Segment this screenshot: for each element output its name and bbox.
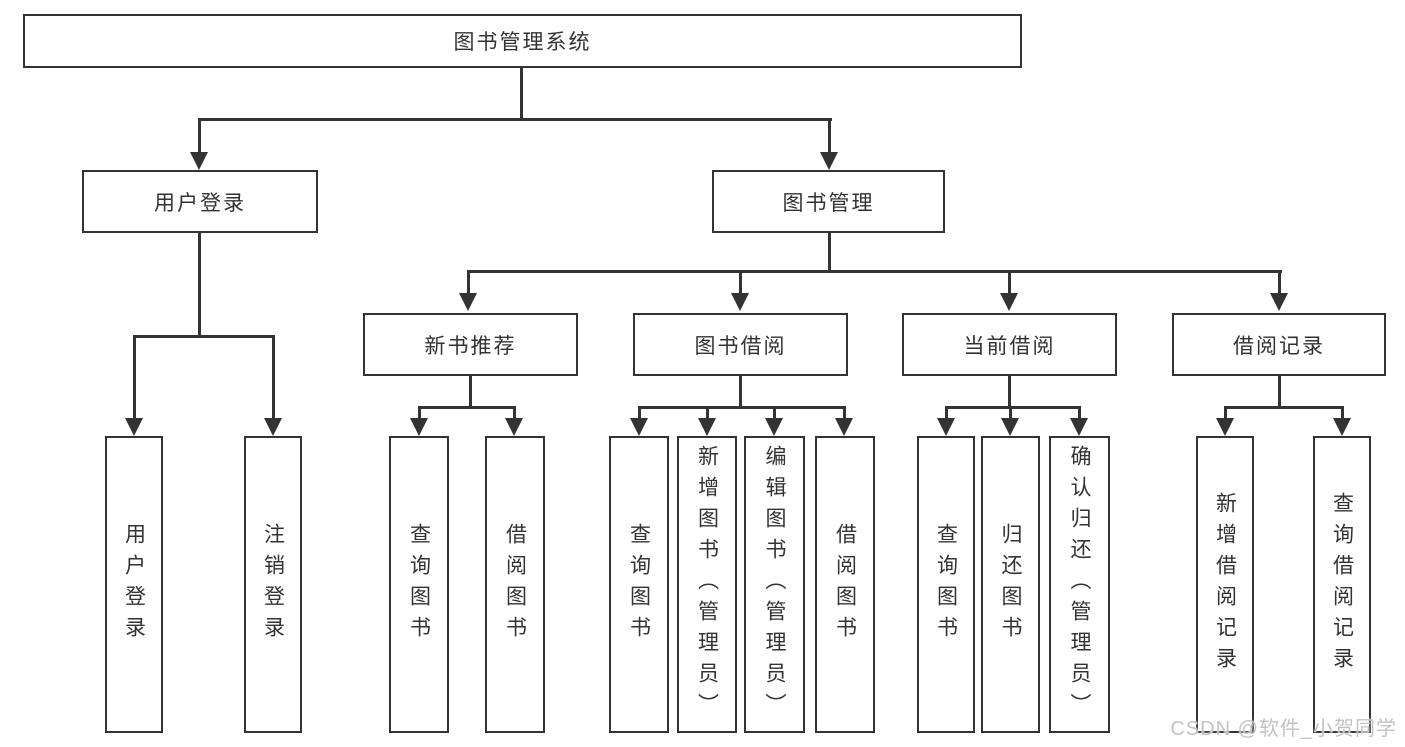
node-new-book-recommend: 新书推荐 — [363, 313, 578, 376]
connector-line — [945, 406, 948, 418]
node-current-borrow: 当前借阅 — [902, 313, 1117, 376]
connector-line — [638, 406, 641, 418]
connector-line — [1278, 376, 1281, 406]
connector-line — [706, 406, 709, 418]
leaf-current-query-books-label: 查询图书 — [934, 522, 958, 647]
leaf-recommend-borrow-books: 借阅图书 — [485, 436, 545, 733]
connector-line — [1009, 406, 1012, 418]
arrowhead-down-icon — [698, 418, 716, 436]
leaf-user-login-label: 用户登录 — [122, 522, 146, 647]
node-root-label: 图书管理系统 — [453, 31, 592, 54]
connector-line — [520, 68, 523, 118]
leaf-add-books-admin-label: 新增图书（管理员） — [695, 445, 719, 724]
node-book-borrow: 图书借阅 — [633, 313, 848, 376]
leaf-logout: 注销登录 — [244, 436, 302, 733]
leaf-query-borrow-record: 查询借阅记录 — [1313, 436, 1371, 733]
arrowhead-down-icon — [630, 418, 648, 436]
connector-line — [1078, 406, 1081, 418]
connector-line — [198, 118, 201, 154]
connector-line — [773, 406, 776, 418]
node-borrow-record-label: 借阅记录 — [1233, 334, 1325, 358]
connector-line — [418, 406, 516, 409]
arrowhead-down-icon — [410, 418, 428, 436]
connector-line — [1008, 270, 1011, 295]
arrowhead-down-icon — [1000, 293, 1018, 311]
leaf-return-books: 归还图书 — [981, 436, 1040, 733]
leaf-edit-books-admin-label: 编辑图书（管理员） — [763, 445, 786, 724]
connector-line — [1224, 406, 1344, 409]
leaf-recommend-query-books-label: 查询图书 — [407, 522, 431, 647]
node-book-management-label: 图书管理 — [782, 191, 875, 215]
arrowhead-down-icon — [1333, 418, 1351, 436]
leaf-confirm-return-admin: 确认归还（管理员） — [1049, 436, 1110, 733]
arrowhead-down-icon — [1216, 418, 1234, 436]
leaf-query-borrow-record-label: 查询借阅记录 — [1330, 491, 1354, 678]
connector-line — [739, 376, 742, 406]
leaf-recommend-query-books: 查询图书 — [389, 436, 449, 733]
connector-line — [469, 376, 472, 406]
node-root: 图书管理系统 — [23, 14, 1022, 68]
leaf-borrow-query-books: 查询图书 — [609, 436, 669, 733]
arrowhead-down-icon — [505, 418, 523, 436]
connector-line — [272, 335, 275, 418]
arrowhead-down-icon — [125, 418, 143, 436]
connector-line — [513, 406, 516, 418]
connector-line — [467, 270, 1282, 273]
leaf-add-books-admin: 新增图书（管理员） — [677, 436, 737, 733]
node-book-borrow-label: 图书借阅 — [694, 334, 787, 358]
arrowhead-down-icon — [190, 152, 208, 170]
node-book-management: 图书管理 — [712, 170, 945, 233]
arrowhead-down-icon — [765, 418, 783, 436]
leaf-user-login: 用户登录 — [105, 436, 163, 733]
connector-line — [198, 118, 832, 121]
connector-line — [843, 406, 846, 418]
arrowhead-down-icon — [820, 152, 838, 170]
leaf-recommend-borrow-books-label: 借阅图书 — [503, 522, 527, 647]
connector-line — [1008, 376, 1011, 406]
connector-line — [1224, 406, 1227, 418]
leaf-current-query-books: 查询图书 — [917, 436, 975, 733]
arrowhead-down-icon — [937, 418, 955, 436]
leaf-logout-label: 注销登录 — [261, 522, 285, 647]
leaf-edit-books-admin: 编辑图书（管理员） — [744, 436, 805, 733]
csdn-watermark: CSDN @软件_小贺同学 — [1170, 718, 1397, 740]
arrowhead-down-icon — [1001, 418, 1019, 436]
leaf-add-borrow-record-label: 新增借阅记录 — [1213, 491, 1237, 678]
leaf-confirm-return-admin-label: 确认归还（管理员） — [1068, 445, 1091, 724]
leaf-add-borrow-record: 新增借阅记录 — [1196, 436, 1254, 733]
leaf-borrow-query-books-label: 查询图书 — [627, 522, 651, 647]
node-user-login-label: 用户登录 — [154, 191, 246, 215]
arrowhead-down-icon — [264, 418, 282, 436]
leaf-borrow-borrow-books: 借阅图书 — [815, 436, 875, 733]
arrowhead-down-icon — [1270, 293, 1288, 311]
arrowhead-down-icon — [1070, 418, 1088, 436]
arrowhead-down-icon — [731, 293, 749, 311]
node-current-borrow-label: 当前借阅 — [963, 334, 1056, 358]
node-borrow-record: 借阅记录 — [1172, 313, 1386, 376]
node-new-book-recommend-label: 新书推荐 — [424, 334, 517, 358]
connector-line — [945, 406, 1081, 409]
connector-line — [418, 406, 421, 418]
connector-line — [467, 270, 470, 295]
arrowhead-down-icon — [459, 293, 477, 311]
connector-line — [198, 233, 201, 335]
arrowhead-down-icon — [835, 418, 853, 436]
leaf-return-books-label: 归还图书 — [999, 522, 1022, 647]
node-user-login: 用户登录 — [82, 170, 318, 233]
leaf-borrow-borrow-books-label: 借阅图书 — [833, 522, 857, 647]
connector-line — [1341, 406, 1344, 418]
connector-line — [828, 233, 831, 270]
connector-line — [133, 335, 275, 338]
connector-line — [638, 406, 846, 409]
connector-line — [828, 118, 831, 154]
connector-line — [133, 335, 136, 418]
connector-line — [739, 270, 742, 295]
connector-line — [1278, 270, 1281, 295]
